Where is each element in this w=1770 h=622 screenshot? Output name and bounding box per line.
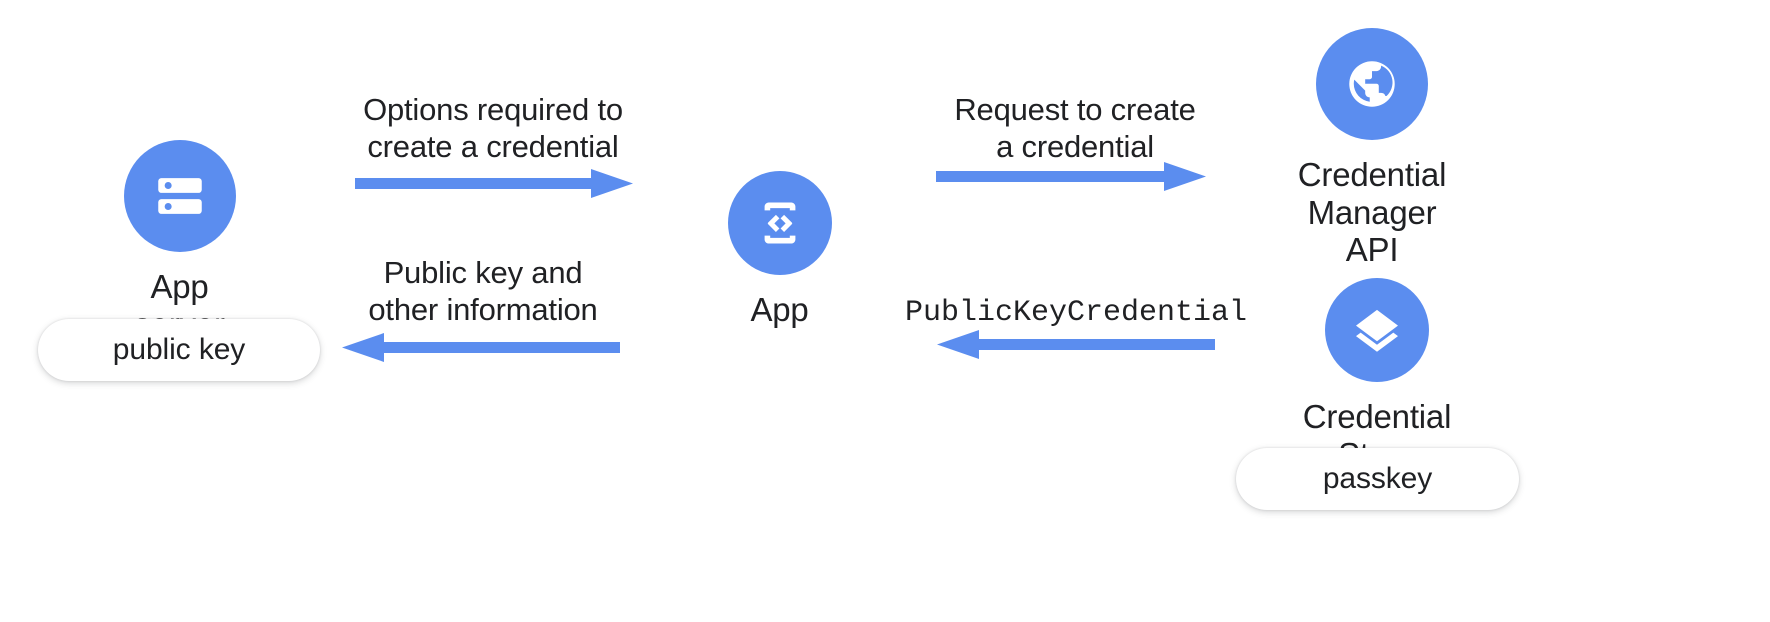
arrow-public-key-info — [342, 333, 620, 362]
server-icon — [123, 140, 236, 252]
arrow-label-public-key-info: Public key and other information — [368, 255, 598, 327]
arrow-public-key-credential — [937, 330, 1215, 359]
globe-icon — [1316, 28, 1428, 140]
node-credential-store: Credential Store — [1303, 278, 1451, 473]
arrow-label-options-required: Options required to create a credential — [363, 92, 623, 164]
app-code-phone-icon — [727, 171, 832, 275]
arrow-label-request-to-create: Request to create a credential — [954, 92, 1196, 164]
arrow-label-public-key-credential: PublicKeyCredential — [905, 296, 1248, 330]
node-app-label: App — [750, 291, 809, 328]
arrow-options-required — [355, 169, 633, 198]
arrow-request-to-create — [936, 162, 1206, 191]
chip-public-key-text: public key — [112, 333, 246, 366]
chip-public-key: public key — [38, 319, 320, 381]
node-app: App — [727, 171, 832, 329]
node-credential-manager-api: Credential Manager API — [1298, 28, 1446, 269]
chip-passkey: passkey — [1236, 448, 1519, 510]
layers-icon — [1325, 278, 1429, 382]
chip-passkey-text: passkey — [1322, 462, 1433, 495]
node-app-server: App server — [122, 140, 237, 343]
node-credential-manager-api-label: Credential Manager API — [1297, 156, 1447, 269]
